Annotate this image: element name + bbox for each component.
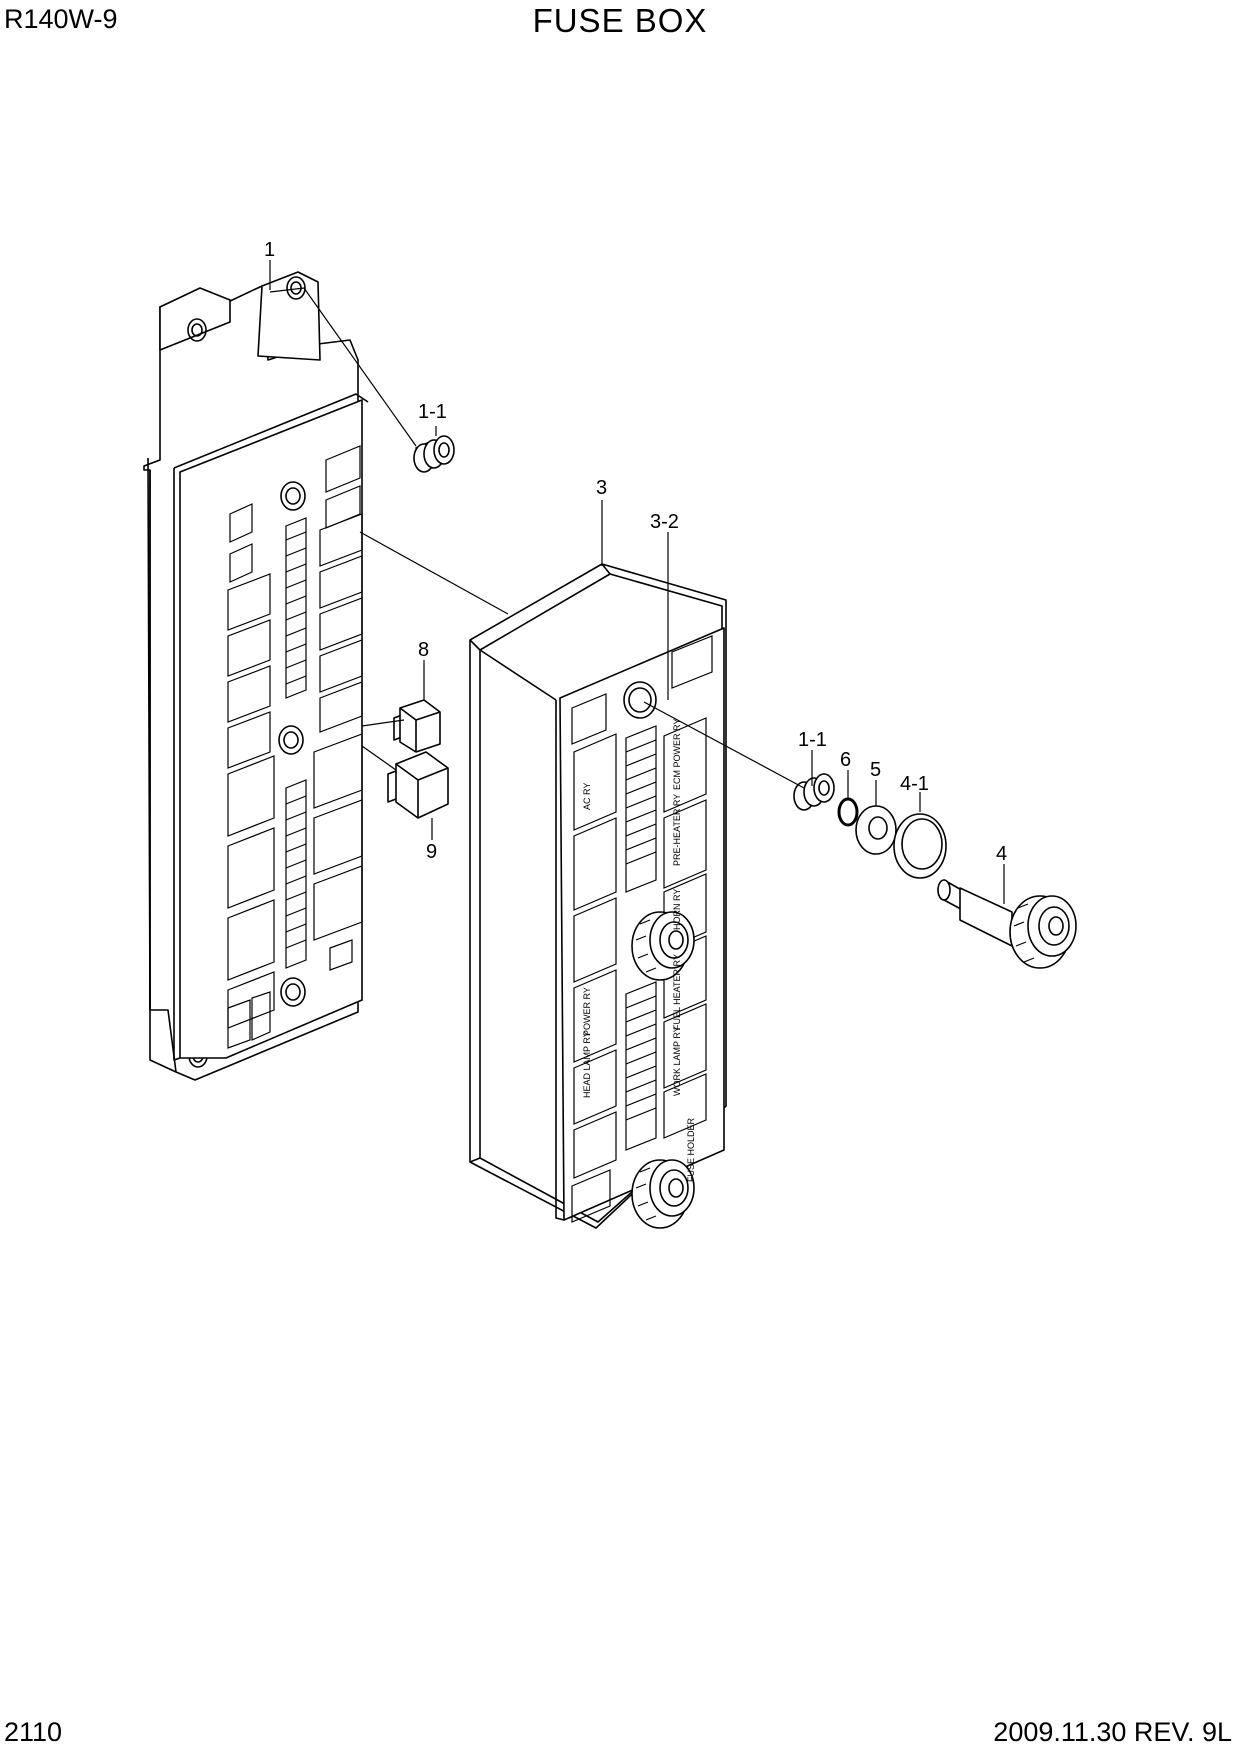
callout-8: 8	[418, 639, 429, 661]
revision-date: 2009.11.30 REV. 9L	[993, 1717, 1232, 1747]
callout-4: 4	[996, 843, 1007, 865]
cover-knob-upper	[631, 911, 695, 981]
callout-4-1: 4-1	[900, 773, 929, 795]
label-ac-ry: AC RY	[582, 783, 592, 810]
label-pre-heater-ry: PRE-HEATER RY	[672, 794, 682, 866]
washer	[855, 805, 897, 855]
knob-bolt	[937, 879, 1077, 969]
o-ring	[837, 797, 859, 827]
relay-large	[387, 751, 449, 819]
label-horn-ry: HORN RY	[672, 889, 682, 930]
fuse-box-cover: AC RY POWER RY HEAD LAMP RY ECM POWER RY…	[469, 563, 727, 1229]
callout-1-1-upper: 1-1	[418, 401, 447, 423]
callout-5: 5	[870, 759, 881, 781]
callout-9: 9	[426, 841, 437, 863]
ring-seal	[893, 813, 947, 879]
label-ecm-power-ry: ECM POWER RY	[672, 719, 682, 790]
relay-small	[393, 699, 441, 753]
callout-6: 6	[840, 749, 851, 771]
cover-knob-lower	[631, 1159, 695, 1229]
label-fuse-holder: FUSE HOLDER	[686, 1117, 696, 1182]
label-fuel-heater-ry: FUEL HEATER RY	[672, 954, 682, 1030]
callout-1-1-lower: 1-1	[798, 729, 827, 751]
fuse-box-base	[143, 271, 369, 1081]
grommet-upper	[413, 435, 455, 473]
callout-3-2: 3-2	[650, 511, 679, 533]
page-number: 2110	[4, 1717, 63, 1747]
grommet-lower	[793, 773, 835, 811]
model-code: R140W-9	[4, 4, 118, 34]
label-head-lamp-ry: HEAD LAMP RY	[582, 1031, 592, 1098]
callout-3: 3	[596, 477, 607, 499]
label-work-lamp-ry: WORK LAMP RY	[672, 1026, 682, 1096]
page-title: FUSE BOX	[532, 2, 708, 39]
leader-lines	[269, 260, 1005, 904]
callout-1: 1	[264, 239, 275, 261]
label-power-ry: POWER RY	[582, 987, 592, 1036]
